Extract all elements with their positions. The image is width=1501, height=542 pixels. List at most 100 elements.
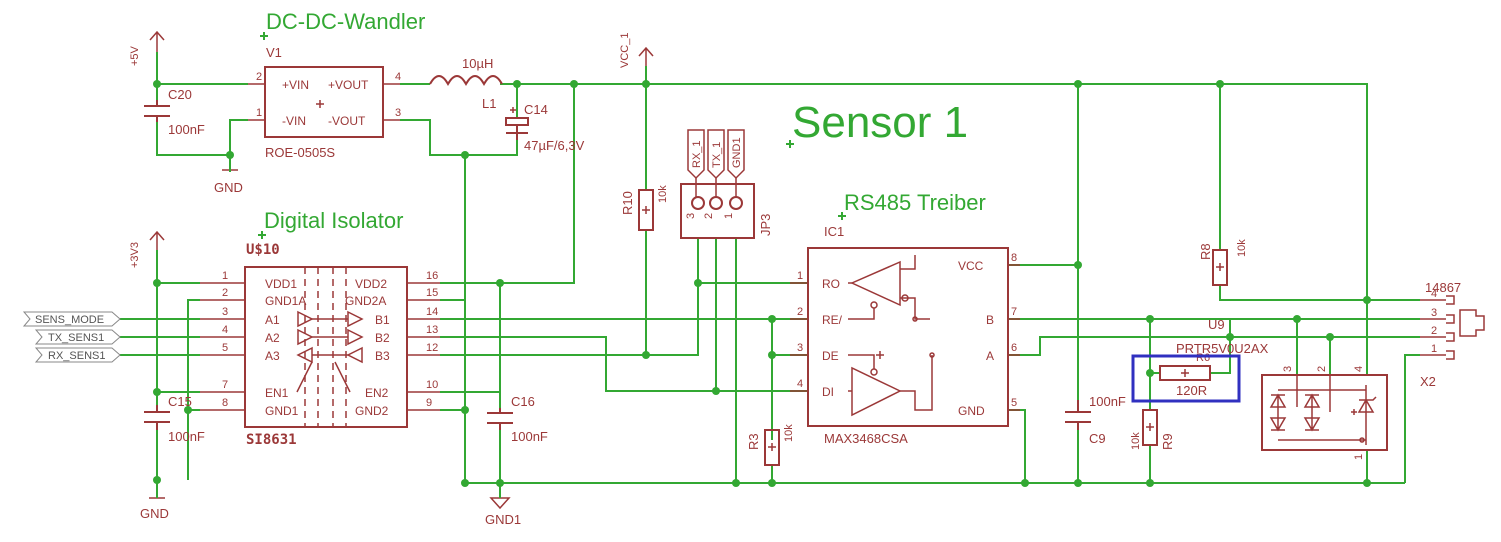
u10-pin-vdd2: VDD2 xyxy=(355,277,387,291)
power-3v3-symbol: +3V3 xyxy=(129,230,165,268)
u10-pin-gnd1: GND1 xyxy=(265,404,299,418)
c15-value: 100nF xyxy=(168,429,205,444)
flag-rx-sens1-label: RX_SENS1 xyxy=(48,350,105,362)
resistor-r3: R3 10k xyxy=(746,424,795,466)
u10-pinnum-9: 9 xyxy=(426,397,432,409)
c9-ref: C9 xyxy=(1089,431,1106,446)
u9-pinnum-2: 2 xyxy=(1316,366,1328,372)
r3-ref: R3 xyxy=(746,433,761,450)
r9-value: 10k xyxy=(1130,432,1142,450)
esd-protection-u9: U9 PRTR5V0U2AX 3 2 4 1 xyxy=(1176,317,1388,460)
u10-pin-a2: A2 xyxy=(265,331,280,345)
c14-value: 47µF/6,3V xyxy=(524,138,585,153)
dcdc-converter-v1: V1 ROE-0505S +VIN +VOUT -VIN -VOUT 2 4 1… xyxy=(248,45,401,160)
jp3-pinnum-2: 2 xyxy=(703,213,715,219)
x2-pinnum-2: 2 xyxy=(1431,325,1437,337)
digital-isolator-u10: U$10 SI8631 VDD1 GND1A A1 A2 A3 EN1 GND1… xyxy=(200,242,440,448)
ground-symbol-dcdc: GND xyxy=(214,169,243,195)
u10-pin-b2: B2 xyxy=(375,331,390,345)
jp3-label-gnd1: GND1 xyxy=(731,137,743,168)
jp3-pinnum-3: 3 xyxy=(685,213,697,219)
ic1-value: MAX3468CSA xyxy=(824,431,908,446)
isolator-section-title: Digital Isolator xyxy=(264,208,403,233)
u10-pin-gnd1a: GND1A xyxy=(265,294,306,308)
ic1-pin-di: DI xyxy=(822,385,834,399)
ic1-pinnum-5: 5 xyxy=(1011,397,1017,409)
u10-pinnum-8: 8 xyxy=(222,397,228,409)
r-term-value: 120R xyxy=(1176,383,1207,398)
r10-ref: R10 xyxy=(620,191,635,215)
v1-pin-vout-pos: +VOUT xyxy=(328,78,369,92)
r10-value: 10k xyxy=(657,185,669,203)
u10-value: SI8631 xyxy=(246,432,297,448)
u10-pin-b3: B3 xyxy=(375,349,390,363)
u9-value: PRTR5V0U2AX xyxy=(1176,341,1269,356)
x2-pinnum-3: 3 xyxy=(1431,307,1437,319)
u10-pin-en1: EN1 xyxy=(265,386,289,400)
flag-tx-sens1: TX_SENS1 xyxy=(34,329,121,345)
power-3v3-label: +3V3 xyxy=(129,242,141,268)
x2-value: 14867 xyxy=(1425,280,1461,295)
c15-ref: C15 xyxy=(168,394,192,409)
c20-ref: C20 xyxy=(168,87,192,102)
jp3-label-rx1: RX_1 xyxy=(691,140,703,168)
c14-ref: C14 xyxy=(524,102,548,117)
power-vcc1-label: VCC_1 xyxy=(619,33,631,68)
ic1-pinnum-2: 2 xyxy=(797,306,803,318)
resistor-termination: R6 120R xyxy=(1131,352,1241,403)
u10-pinnum-4: 4 xyxy=(222,324,228,336)
c16-ref: C16 xyxy=(511,394,535,409)
r8-value: 10k xyxy=(1236,239,1248,257)
c16-value: 100nF xyxy=(511,429,548,444)
ic1-pin-gnd: GND xyxy=(958,404,985,418)
u10-ref: U$10 xyxy=(246,242,280,258)
v1-pinnum-1: 1 xyxy=(256,107,262,119)
capacitor-c9: 100nF C9 xyxy=(1065,394,1126,446)
u10-pin-a1: A1 xyxy=(265,313,280,327)
flag-sens-mode: SENS_MODE xyxy=(22,311,121,327)
v1-pin-vout-neg: -VOUT xyxy=(328,114,366,128)
rs485-section-title: RS485 Treiber xyxy=(844,190,986,215)
ic1-pinnum-4: 4 xyxy=(797,378,803,390)
resistor-r10: R10 10k xyxy=(620,185,669,231)
u10-pinnum-1: 1 xyxy=(222,270,228,282)
ic1-pinnum-8: 8 xyxy=(1011,252,1017,264)
u10-pinnum-5: 5 xyxy=(222,342,228,354)
ic1-pin-de: DE xyxy=(822,349,839,363)
u10-pin-a3: A3 xyxy=(265,349,280,363)
x2-pinnum-4: 4 xyxy=(1431,288,1437,300)
jp3-label-tx1: TX_1 xyxy=(711,142,723,168)
l1-ref: L1 xyxy=(482,96,496,111)
ground-label-dcdc: GND xyxy=(214,180,243,195)
v1-ref: V1 xyxy=(266,45,282,60)
u10-pinnum-15: 15 xyxy=(426,287,438,299)
ground1-label: GND1 xyxy=(485,512,521,527)
u10-pin-b1: B1 xyxy=(375,313,390,327)
flag-rx-sens1: RX_SENS1 xyxy=(34,347,121,363)
x2-ref: X2 xyxy=(1420,374,1436,389)
flag-tx-sens1-label: TX_SENS1 xyxy=(48,332,104,344)
power-vcc1-symbol: VCC_1 xyxy=(619,33,654,68)
rs485-driver-ic1: IC1 MAX3468CSA RO RE/ DE DI VCC B A GND … xyxy=(790,224,1020,446)
ic1-pin-b: B xyxy=(986,313,994,327)
power-5v-label: +5V xyxy=(129,45,141,66)
v1-value: ROE-0505S xyxy=(265,145,335,160)
capacitor-c20: C20 100nF xyxy=(144,87,205,137)
ic1-pin-re: RE/ xyxy=(822,313,843,327)
v1-pin-vin-neg: -VIN xyxy=(282,114,306,128)
ground-label-isolator: GND xyxy=(140,506,169,521)
capacitor-c15: C15 100nF xyxy=(144,394,205,444)
resistor-r8: R8 10k xyxy=(1198,239,1248,286)
ic1-pinnum-1: 1 xyxy=(797,270,803,282)
termination-highlight-box[interactable] xyxy=(1131,354,1241,403)
u10-pin-en2: EN2 xyxy=(365,386,389,400)
u10-pin-gnd2a: GND2A xyxy=(345,294,386,308)
r9-ref: R9 xyxy=(1160,433,1175,450)
c20-value: 100nF xyxy=(168,122,205,137)
junction-dots xyxy=(153,80,1371,487)
v1-pinnum-2: 2 xyxy=(256,71,262,83)
u9-ref: U9 xyxy=(1208,317,1225,332)
c9-value: 100nF xyxy=(1089,394,1126,409)
ground-symbol-isolator: GND xyxy=(140,497,169,521)
